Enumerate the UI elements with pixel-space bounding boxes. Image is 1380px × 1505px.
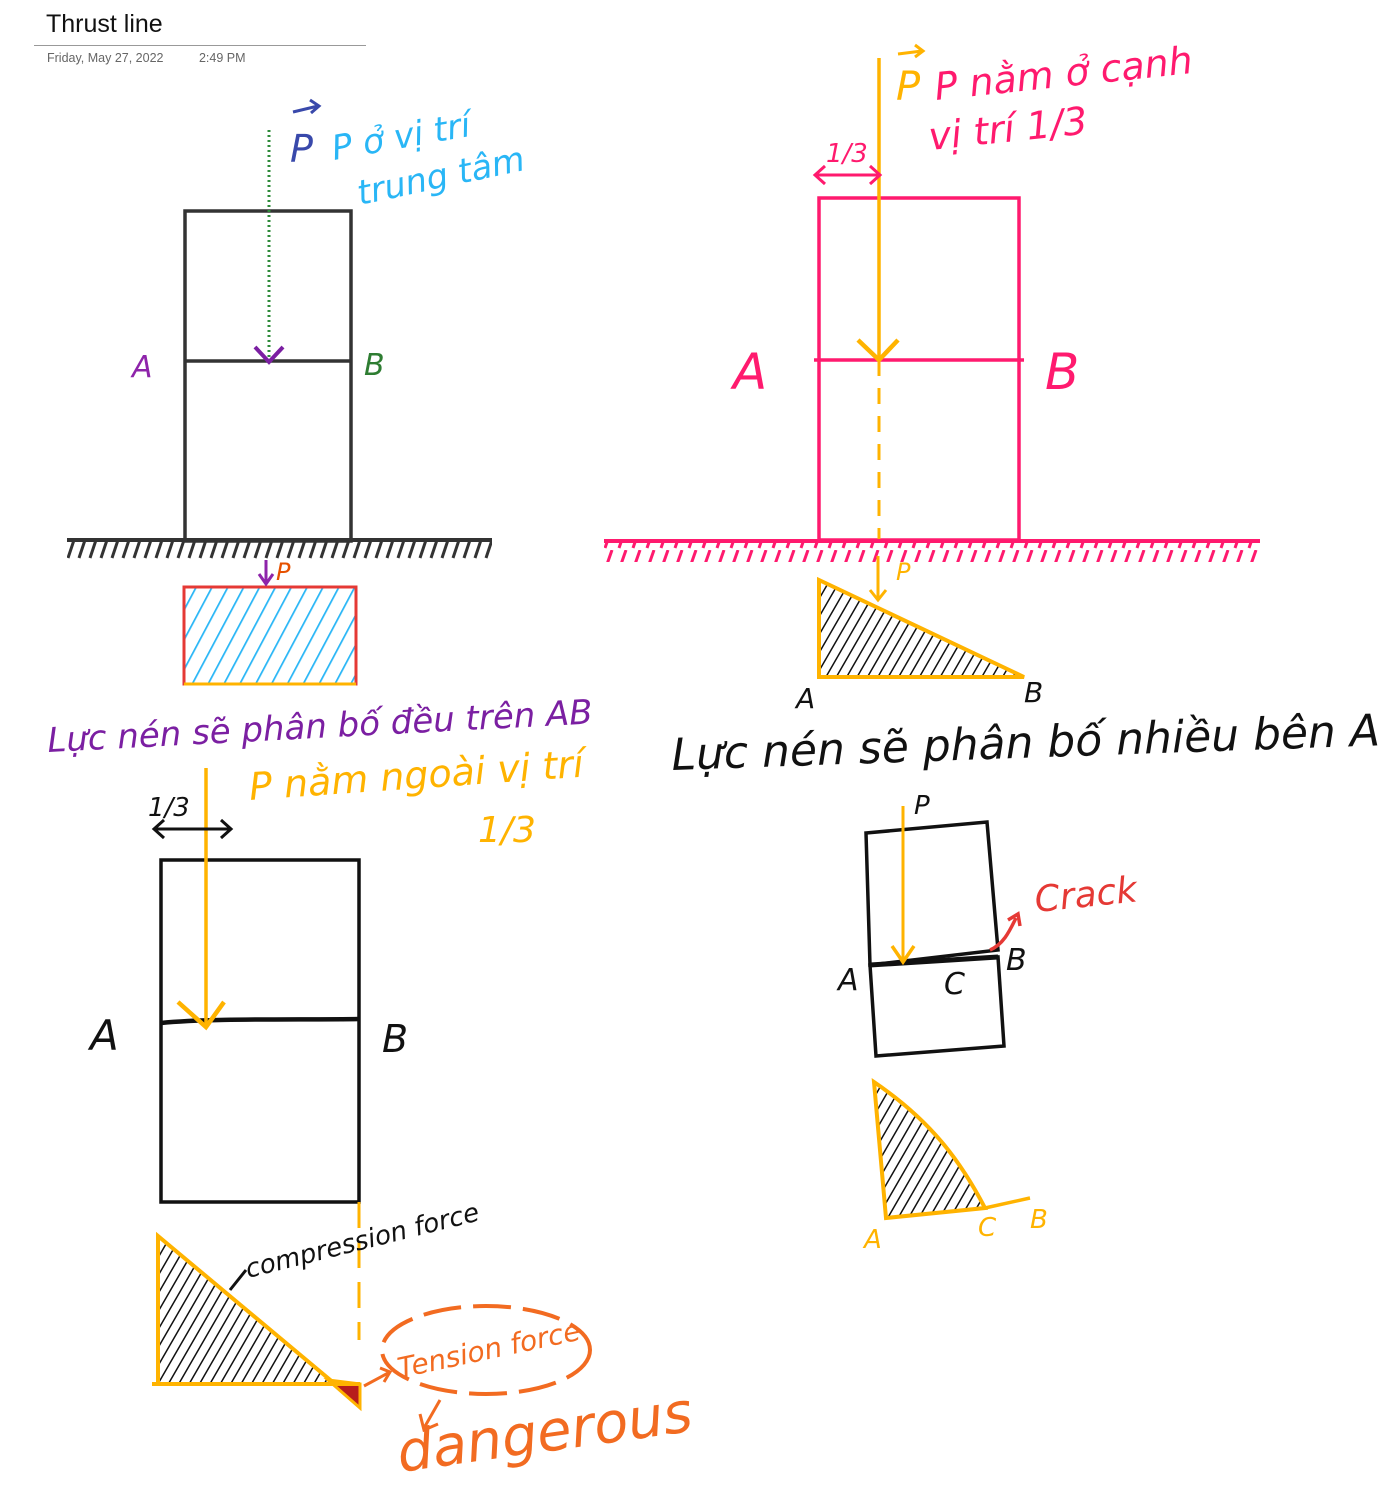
crack-arrow-icon [989,911,1022,952]
block-outline [159,858,361,1204]
lower-block [868,955,1006,1058]
diagram-third-load: 1/3 P P nằm ở cạnh vị trí 1/3 A B P A B … [604,38,1380,781]
block-outline [817,196,1021,542]
page-header: Thrust line Friday, May 27, 2022 2:49 PM [34,10,366,65]
note-line-2: vị trí 1/3 [926,99,1089,159]
stress-label-a: A [862,1225,882,1255]
compression-pointer [228,1269,248,1291]
dimension-arrow-right-icon [868,164,883,186]
tension-callout-ellipse [380,1304,592,1396]
crack-label: Crack [1033,869,1142,921]
note-line-1: P nằm ở cạnh [932,38,1194,109]
third-label: 1/3 [826,139,868,169]
stress-label-a: A [794,682,815,715]
page-meta: Friday, May 27, 2022 2:49 PM [34,51,366,65]
reaction-arrowhead [257,573,275,587]
tension-label: Tension force [395,1314,584,1385]
label-p: P [914,791,930,821]
diagram-crack: P A C B Crack A C B [836,791,1141,1255]
label-a: A [87,1011,119,1060]
label-c: C [944,967,965,1002]
stress-base-extension [984,1196,1031,1210]
dimension-arrow-left-icon [812,164,827,186]
third-label: 1/3 [148,793,190,823]
stress-label-b: B [1024,676,1043,709]
force-label-p: P [896,64,921,110]
reaction-arrowhead [868,589,888,603]
danger-label: dangerous [393,1380,696,1486]
note-line-2: 1/3 [478,810,536,851]
section-line-ab [869,954,999,968]
ground-hatching [604,542,1260,562]
dimension-arrow-right-icon [219,818,234,840]
danger-pointer [418,1399,442,1433]
compression-label: compression force [242,1198,482,1285]
section-line-ab [160,1016,360,1026]
label-a: A [836,963,859,998]
uniform-stress-block [182,585,358,686]
label-b: B [1006,943,1027,978]
label-b: B [382,1017,408,1061]
reaction-label-p: P [896,558,911,586]
force-arrowhead [890,945,916,966]
vector-arrow-icon [292,98,322,115]
label-a: A [130,350,153,385]
ground-hatching [67,541,492,559]
triangular-stress-block [871,1077,989,1221]
label-b: B [1045,343,1079,401]
upper-block [864,820,1000,967]
diagram-centre-load: P P ở vị trí trung tâm A B P Lực nén sẽ … [46,98,594,761]
force-arrowhead [253,345,285,365]
page-date: Friday, May 27, 2022 [47,51,164,65]
force-label-p: P [290,127,313,171]
triangular-stress-block [817,576,1025,679]
force-arrowhead [856,338,900,364]
stress-label-b: B [1030,1205,1048,1235]
label-a: A [730,343,767,401]
vector-arrow-icon [897,43,926,59]
tension-pointer [363,1366,393,1388]
page-time: 2:49 PM [198,51,246,65]
stress-label-c: C [978,1213,997,1243]
caption-triangular: Lực nén sẽ phân bố nhiều bên A [671,705,1380,781]
page-title: Thrust line [34,10,366,46]
note-line-1: P nằm ngoài vị trí [248,741,591,809]
diagram-outside-third: P nằm ngoài vị trí 1/3 1/3 A B compressi… [87,741,696,1486]
label-b: B [364,348,385,383]
reaction-label-p: P [276,558,291,586]
dimension-arrow-left-icon [151,818,166,840]
force-arrowhead [176,1000,226,1031]
